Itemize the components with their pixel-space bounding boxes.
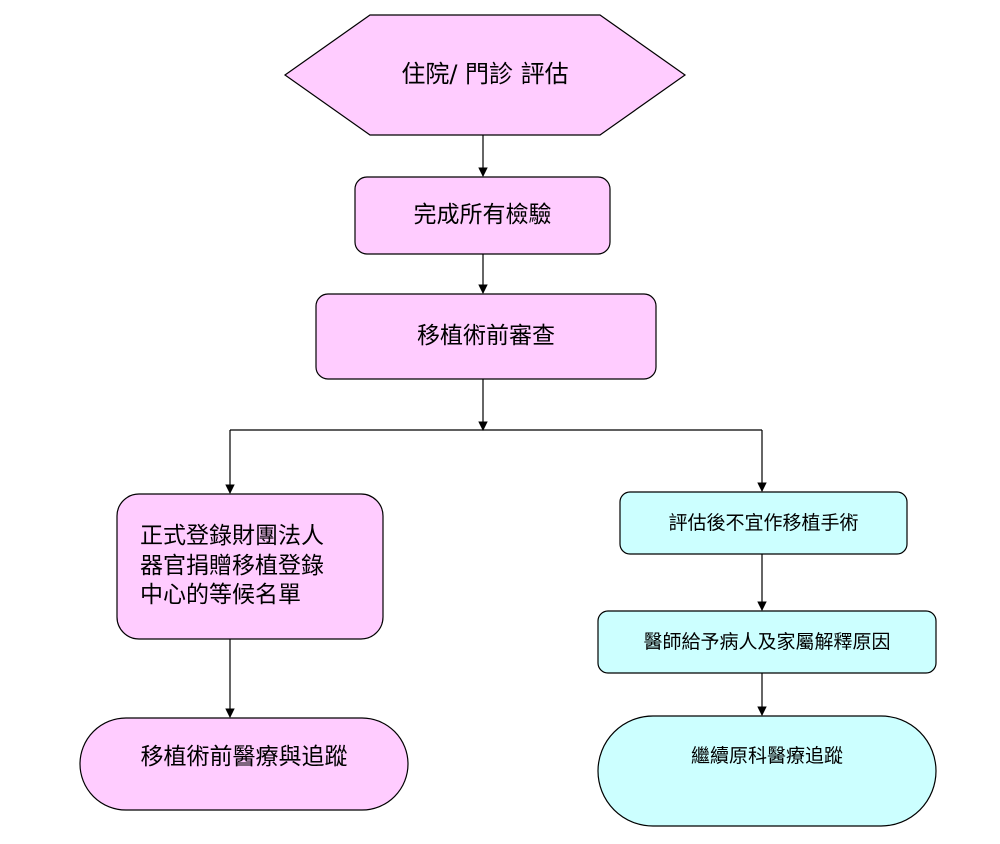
start-hexagon	[283, 14, 687, 136]
register-label: 正式登錄財團法人 器官捐贈移植登錄 中心的等候名單	[140, 494, 380, 639]
start-label: 住院/ 門診 評估	[401, 60, 569, 89]
register-line-3: 中心的等候名單	[140, 582, 301, 609]
explain-box	[597, 610, 937, 674]
tests-label: 完成所有檢驗	[413, 201, 552, 228]
review-label: 移植術前審查	[417, 322, 555, 349]
pre-transplant-care-label: 移植術前醫療與追蹤	[140, 744, 348, 771]
review-box	[315, 293, 657, 380]
explain-label: 醫師給予病人及家屬解釋原因	[643, 630, 891, 653]
register-line-1: 正式登錄財團法人	[140, 522, 324, 549]
pre-transplant-care-terminal	[79, 717, 409, 811]
register-box	[116, 493, 384, 640]
not-suitable-box	[619, 491, 908, 555]
register-line-2: 器官捐贈移植登錄	[140, 552, 324, 579]
not-suitable-label: 評估後不宜作移植手術	[668, 511, 859, 534]
continue-care-label: 繼續原科醫療追蹤	[690, 744, 843, 767]
continue-care-terminal	[597, 715, 937, 827]
